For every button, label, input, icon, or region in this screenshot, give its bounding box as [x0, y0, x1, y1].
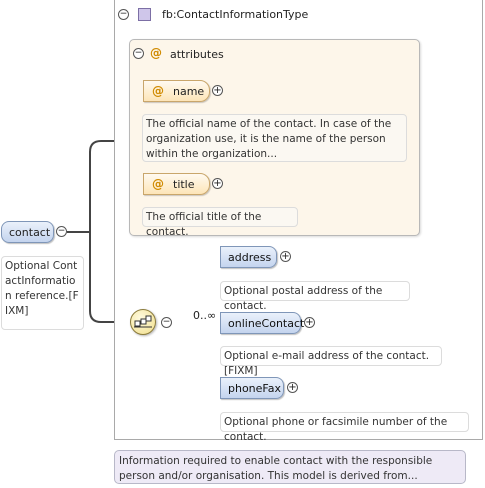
attribute-node-name[interactable]: @ name	[143, 80, 210, 102]
element-phonefax-label: phoneFax	[228, 381, 281, 395]
element-node-phonefax[interactable]: phoneFax	[220, 377, 284, 399]
complex-type-icon	[138, 8, 151, 21]
element-address-label: address	[228, 250, 272, 264]
attribute-name-expand-icon[interactable]: +	[212, 84, 223, 96]
sequence-compositor-icon[interactable]	[130, 309, 156, 335]
attribute-name-label: name	[173, 84, 205, 98]
root-element-contact[interactable]: contact	[1, 221, 54, 243]
root-collapse-icon[interactable]: −	[56, 226, 67, 237]
type-name: fb:ContactInformationType	[162, 8, 309, 21]
root-element-label: contact	[9, 225, 51, 239]
attribute-title-doc: The official title of the contact.	[142, 207, 298, 238]
element-onlinecontact-expand-icon[interactable]: +	[304, 316, 315, 328]
attribute-title-expand-icon[interactable]: +	[212, 177, 223, 189]
attribute-marker-icon: @	[152, 177, 164, 191]
element-node-onlinecontact[interactable]: onlineContact	[220, 312, 305, 334]
element-address-expand-icon[interactable]: +	[280, 250, 291, 262]
element-phonefax-doc: Optional phone or facsimile number of th…	[220, 412, 469, 443]
attribute-node-title[interactable]: @ title	[143, 173, 210, 195]
element-onlinecontact-label: onlineContact	[228, 316, 305, 330]
sequence-collapse-icon[interactable]: −	[161, 317, 172, 328]
attribute-title-label: title	[173, 177, 195, 191]
type-documentation: Information required to enable contact w…	[114, 450, 466, 484]
attribute-marker-icon: @	[152, 84, 164, 98]
root-element-doc: Optional ContactInformation reference.[F…	[1, 256, 84, 330]
sequence-multiplicity: 0..∞	[193, 309, 217, 322]
element-onlinecontact-doc: Optional e-mail address of the contact.[…	[220, 346, 442, 377]
attribute-name-doc: The official name of the contact. In cas…	[142, 114, 407, 162]
element-address-doc: Optional postal address of the contact.	[220, 281, 410, 312]
attributes-label: attributes	[170, 48, 224, 61]
sequence-glyph-icon	[134, 315, 152, 328]
element-node-address[interactable]: address	[220, 246, 277, 268]
element-phonefax-expand-icon[interactable]: +	[287, 381, 298, 393]
attributes-collapse-icon[interactable]: −	[133, 48, 144, 59]
attributes-marker-icon: @	[150, 46, 162, 60]
type-collapse-icon[interactable]: −	[118, 9, 129, 20]
